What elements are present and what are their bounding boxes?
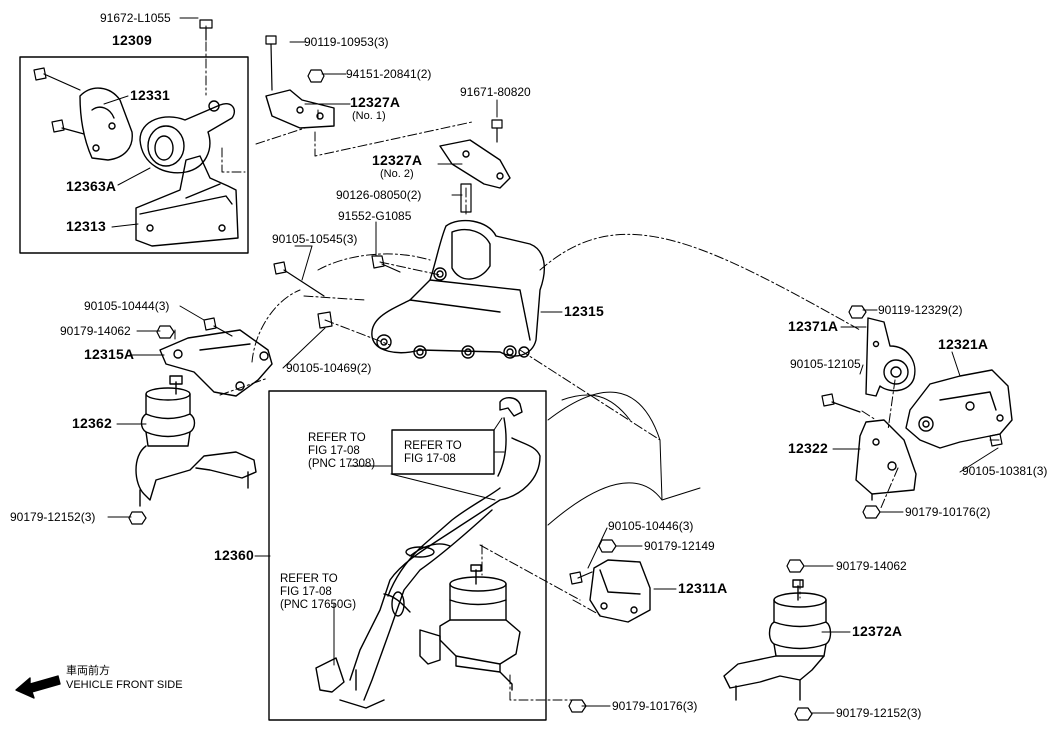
label-12322: 12322 [788, 440, 828, 456]
label-12360: 12360 [214, 547, 254, 563]
group-box-12309 [19, 56, 249, 254]
label-90105-10381: 90105-10381(3) [962, 464, 1048, 478]
label-12331: 12331 [130, 87, 170, 103]
label-12327A-no1-sub: (No. 1) [352, 110, 386, 122]
label-12315A: 12315A [84, 346, 135, 362]
part-12313-bracket [135, 155, 239, 247]
part-12331-bracket [79, 87, 133, 161]
label-90179-12152-a: 90179-12152(3) [10, 510, 96, 524]
label-refer-pnc-17650g: REFER TO FIG 17-08 (PNC 17650G) [280, 573, 357, 611]
transmission-outline [547, 391, 701, 526]
part-12322-bracket [855, 419, 917, 501]
label-12327A-no2-sub: (No. 2) [380, 168, 414, 180]
label-90105-10446: 90105-10446(3) [608, 519, 694, 533]
label-12309: 12309 [112, 32, 152, 48]
label-refer-pnc-17308: REFER TO FIG 17-08 (PNC 17308) [308, 432, 376, 470]
label-90119-10953: 90119-10953(3) [304, 35, 389, 49]
part-12360-insulator [419, 564, 521, 691]
label-vehicle-front-side: VEHICLE FRONT SIDE [66, 679, 183, 691]
label-91671-80820: 91671-80820 [460, 85, 531, 99]
label-91552-G1085: 91552-G1085 [338, 209, 412, 223]
label-12313: 12313 [66, 218, 106, 234]
label-12363A: 12363A [66, 178, 117, 194]
label-12321A: 12321A [938, 336, 989, 352]
label-12327A-no2: 12327A [372, 152, 423, 168]
part-12311A-bracket [589, 559, 651, 623]
dashed-lines [174, 41, 1001, 701]
label-90179-12149: 90179-12149 [644, 539, 715, 553]
part-12371A-bracket [865, 317, 916, 397]
label-12362: 12362 [72, 415, 112, 431]
part-12315-bracket [371, 219, 546, 359]
label-90179-12152-b: 90179-12152(3) [836, 706, 922, 720]
label-90179-10176-2: 90179-10176(2) [905, 505, 991, 519]
label-12311A: 12311A [678, 580, 728, 596]
label-refer-fig-17-08: REFER TO FIG 17-08 [404, 440, 462, 465]
label-90105-12105: 90105-12105 [790, 357, 861, 371]
part-12327A-no2 [439, 139, 511, 189]
part-12362-insulator [135, 375, 257, 507]
front-arrow-icon [15, 675, 61, 699]
label-90119-12329: 90119-12329(2) [878, 303, 963, 317]
part-12372A-insulator [723, 579, 832, 701]
part-12327A-no1 [265, 89, 335, 129]
part-12315A-bracket [159, 329, 273, 397]
label-12327A-no1: 12327A [350, 94, 401, 110]
label-91672-L1055: 91672-L1055 [100, 11, 171, 25]
label-90105-10469: 90105-10469(2) [286, 361, 372, 375]
bolt-icon [33, 19, 1003, 585]
label-12315: 12315 [564, 303, 604, 319]
part-12363A-mount [139, 100, 236, 174]
leader-lines [103, 17, 999, 714]
part-12360-hoses [315, 397, 541, 709]
label-90179-10176-3: 90179-10176(3) [612, 699, 698, 713]
label-front-jp: 車両前方 [66, 664, 110, 677]
label-94151-20841: 94151-20841(2) [346, 67, 432, 81]
label-90126-08050: 90126-08050(2) [336, 188, 422, 202]
label-12372A: 12372A [852, 623, 903, 639]
part-12321A-mount [905, 369, 1013, 449]
ref-box-17-08 [391, 429, 495, 475]
label-90179-14062-b: 90179-14062 [836, 559, 907, 573]
nut-icon [128, 69, 881, 721]
label-12371A: 12371A [788, 318, 839, 334]
label-90105-10444: 90105-10444(3) [84, 299, 170, 313]
label-90179-14062-a: 90179-14062 [60, 324, 131, 338]
label-90105-10545: 90105-10545(3) [272, 232, 358, 246]
